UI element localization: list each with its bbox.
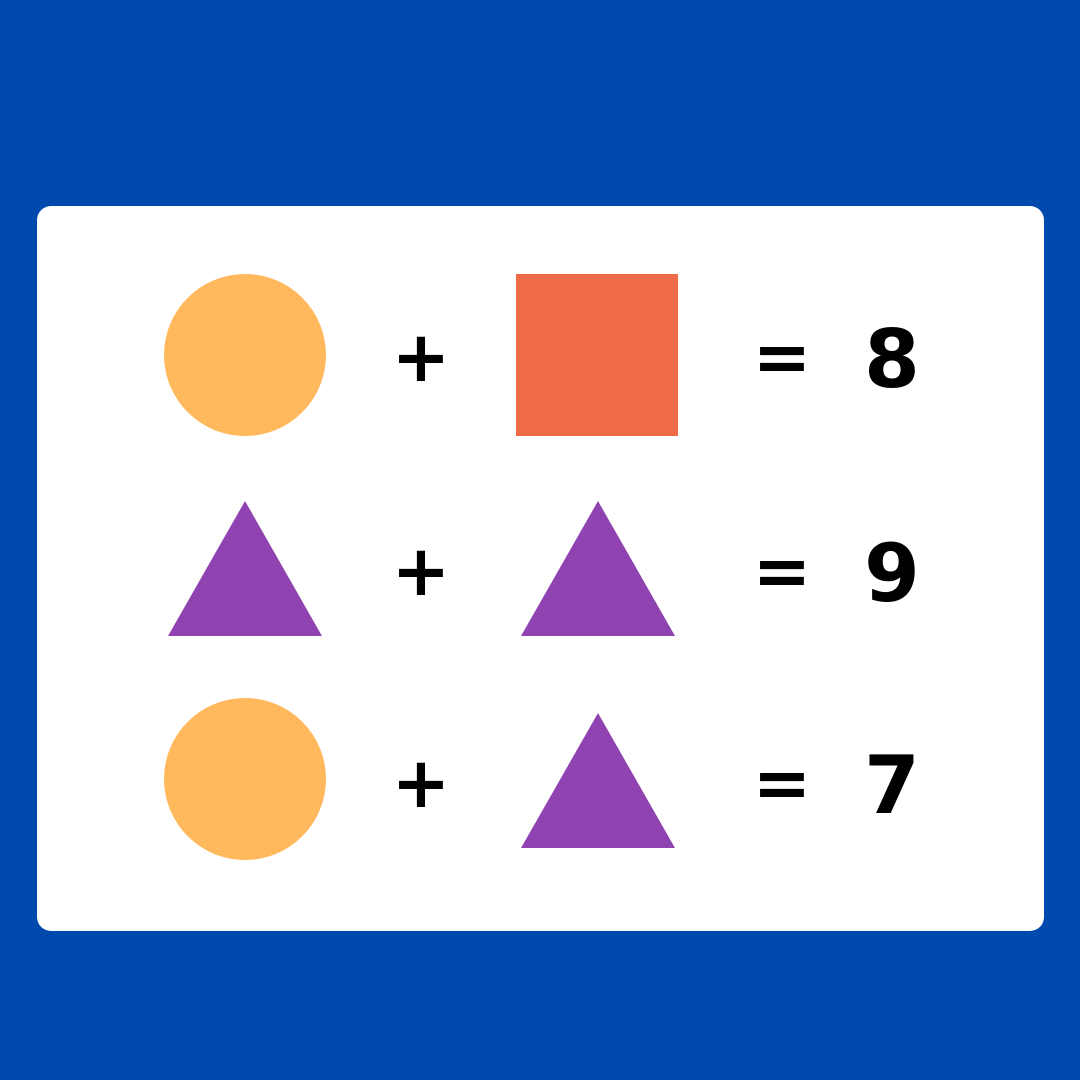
plus-sign: + <box>391 316 451 398</box>
equals-sign: = <box>752 316 812 398</box>
triangle-shape <box>168 501 322 636</box>
result-value: 9 <box>864 527 920 620</box>
triangle-shape <box>521 501 675 636</box>
puzzle-card: + = 8 + = 9 + = 7 <box>37 206 1044 931</box>
circle-shape <box>164 698 326 860</box>
square-shape <box>516 274 678 436</box>
result-value: 8 <box>864 313 920 406</box>
equals-sign: = <box>752 530 812 612</box>
equals-sign: = <box>752 742 812 824</box>
triangle-shape <box>521 713 675 848</box>
result-value: 7 <box>864 739 920 832</box>
plus-sign: + <box>391 530 451 612</box>
plus-sign: + <box>391 742 451 824</box>
circle-shape <box>164 274 326 436</box>
